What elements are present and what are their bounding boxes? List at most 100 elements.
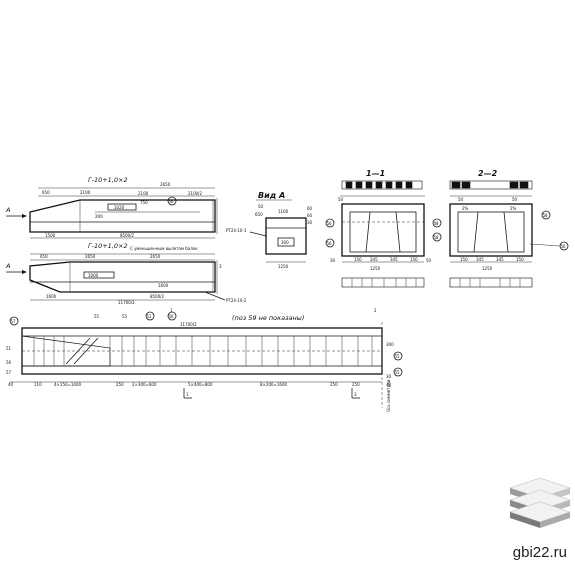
side-bottom-dim-2: 2650 <box>85 254 96 259</box>
section-mark-2-top: 2 <box>374 308 377 313</box>
symmetry-axis-label: Ось симметрии <box>386 379 391 412</box>
long-dim-left-2: 56 <box>6 360 12 365</box>
section-1-top-cells <box>345 181 413 189</box>
side-bottom-dim-5: 1000 <box>88 273 99 278</box>
section-mark-1-bottom: 1 <box>186 392 189 397</box>
view-arrow-label-a: А <box>5 206 10 214</box>
view-a: Вид А 300 50 650 1160 60 60 30 1250 РТ24… <box>226 191 313 269</box>
side-top-dim-9: 1500 <box>45 233 56 238</box>
section-1-dim-9: 50 <box>426 258 432 263</box>
side-bottom-dim-7: 8500/2 <box>150 294 165 299</box>
view-a-lead-label: РТ24-10-1 <box>226 228 247 233</box>
side-bottom-dim-9: 3 <box>219 264 222 269</box>
side-bottom-dim-4: 1600 <box>46 294 57 299</box>
long-dim-b6: 5×400=800 <box>188 382 213 387</box>
side-top-dim-3: 2650 <box>160 182 171 187</box>
section-1-dim-7: 150 <box>410 257 418 262</box>
section-1-dim-1: 50 <box>338 197 344 202</box>
section-1-balloon-48: 48 <box>434 221 440 226</box>
section-2-2: 2—2 50 50 2% 2% 58 56 150 345 345 150 12… <box>449 169 569 288</box>
section-2-dim-4: 150 <box>460 257 468 262</box>
section-2-dim-7: 150 <box>516 257 524 262</box>
side-bottom-dim-8: 11700/2 <box>118 300 135 305</box>
view-a-dim-4: 60 <box>307 206 313 211</box>
view-a-title: Вид А <box>258 191 285 200</box>
section-2-slope-2: 2% <box>510 206 517 211</box>
long-dim-b1: 40 <box>8 382 14 387</box>
stacked-slabs-logo <box>508 477 572 528</box>
section-1-balloon-56: 56 <box>327 221 333 226</box>
section-2-balloon-56: 56 <box>561 244 567 249</box>
long-dim-b5: 2×300=600 <box>132 382 157 387</box>
long-balloon-57: 57 <box>11 319 17 324</box>
brand-text: gbi22.ru <box>512 544 567 561</box>
section-1-dim-3: 1250 <box>370 266 381 271</box>
long-view-total: 11700/2 <box>180 322 197 327</box>
view-a-dim-7: 300 <box>281 240 289 245</box>
side-top-dim-6: 1020 <box>114 205 125 210</box>
section-1-dim-8: 30 <box>330 258 336 263</box>
long-view: (поз 59 не показаны) 11700/2 57 55 55 51… <box>6 308 403 412</box>
side-view-top: Г-10+1,0×2 650 2100 2650 2100 2100/2 102… <box>5 176 218 239</box>
side-top-dim-8: 200 <box>95 214 103 219</box>
side-bottom-lead-label: РТ24-10-2 <box>226 298 247 303</box>
side-bottom-dim-1: 650 <box>40 254 48 259</box>
side-bottom-note: С уменьшенным вылетом балок <box>130 246 198 251</box>
side-bottom-dim-3: 2650 <box>150 254 161 259</box>
side-top-dim-7: 750 <box>140 200 148 205</box>
long-dim-b7: 8×200=1600 <box>260 382 288 387</box>
section-1-balloon-56b: 56 <box>327 241 333 246</box>
side-top-balloon-56: 56 <box>169 199 175 204</box>
section-2-title: 2—2 <box>478 169 498 178</box>
section-mark-2-bottom: 3 <box>354 392 357 397</box>
section-1-title: 1—1 <box>366 169 385 178</box>
long-dim-b8: 250 <box>330 382 338 387</box>
side-top-dim-4: 2100 <box>138 191 149 196</box>
side-view-bottom: Г-10+1,0×2 С уменьшенным вылетом балок 6… <box>5 242 247 305</box>
long-balloon-55b: 55 <box>395 370 401 375</box>
long-balloon-56: 56 <box>169 314 175 319</box>
long-dim-b3: 4×150=1400 <box>54 382 82 387</box>
section-2-balloon-58: 58 <box>543 213 549 218</box>
long-balloon-51: 51 <box>147 314 153 319</box>
side-bottom-dim-6: 1600 <box>158 283 169 288</box>
side-top-mark: Г-10+1,0×2 <box>88 176 128 184</box>
view-a-dim-3: 1160 <box>278 209 289 214</box>
section-2-slope-1: 2% <box>462 206 469 211</box>
section-2-dim-2: 50 <box>512 197 518 202</box>
section-1-balloon-58: 58 <box>434 235 440 240</box>
long-dim-b2: 110 <box>34 382 42 387</box>
side-top-dim-10: 8500/2 <box>120 233 135 238</box>
section-2-dim-3: 1250 <box>482 266 493 271</box>
section-2-dim-5: 345 <box>476 257 484 262</box>
side-top-dim-5: 2100/2 <box>188 191 203 196</box>
section-1-dim-4: 150 <box>354 257 362 262</box>
long-dim-r3: 40 <box>386 382 392 387</box>
view-a-dim-1: 50 <box>258 204 264 209</box>
long-dim-r1: 300 <box>386 342 394 347</box>
long-dim-left-3: 57 <box>6 370 12 375</box>
side-top-dim-1: 650 <box>42 190 50 195</box>
long-dim-r2: 30 <box>386 374 392 379</box>
section-mark-1-top: 1 <box>170 308 173 313</box>
side-bottom-mark: Г-10+1,0×2 <box>88 242 128 250</box>
section-1-dim-5: 345 <box>370 257 378 262</box>
view-a-dim-2: 650 <box>255 212 263 217</box>
side-top-dim-2: 2100 <box>80 190 91 195</box>
view-a-dim-5: 60 <box>307 213 313 218</box>
long-dim-55b: 55 <box>122 314 128 319</box>
long-dim-b4: 250 <box>116 382 124 387</box>
section-2-dim-6: 345 <box>496 257 504 262</box>
view-a-dim-6: 30 <box>307 220 313 225</box>
view-arrow-label-a-2: А <box>5 262 10 270</box>
long-dim-left-1: 51 <box>6 346 12 351</box>
long-dim-b9: 250 <box>352 382 360 387</box>
long-dim-55a: 55 <box>94 314 100 319</box>
section-1-1: 1—1 50 56 56 58 48 150 345 345 150 <box>325 169 442 288</box>
section-1-dim-6: 345 <box>390 257 398 262</box>
long-view-note: (поз 59 не показаны) <box>232 314 304 322</box>
section-2-dim-1: 50 <box>458 197 464 202</box>
view-a-dim-8: 1250 <box>278 264 289 269</box>
long-balloon-55a: 55 <box>395 354 401 359</box>
